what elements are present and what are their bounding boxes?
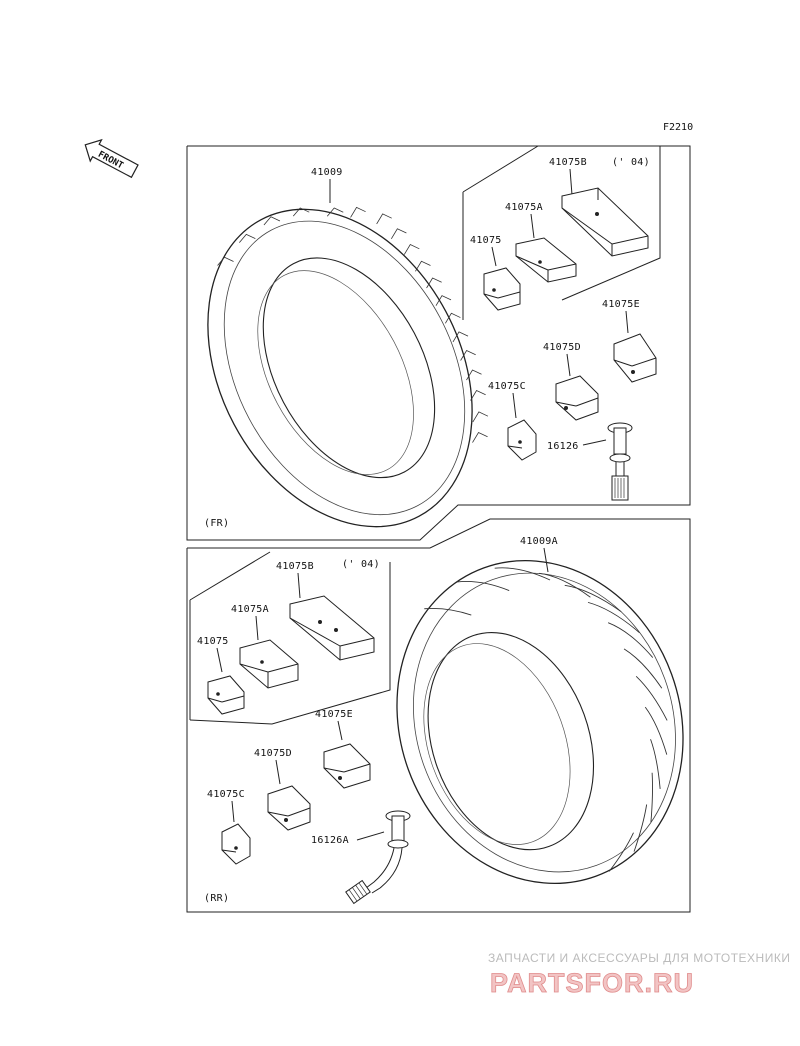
label-front-41075E: 41075E <box>602 299 640 310</box>
front-weight-41075 <box>483 267 521 311</box>
label-front-16126: 16126 <box>547 441 579 452</box>
label-41009A: 41009A <box>520 536 558 547</box>
rear-weight-41075A <box>239 639 299 689</box>
front-valve-16126 <box>607 422 633 501</box>
label-front-41075: 41075 <box>470 235 502 246</box>
rear-weight-41075C <box>221 823 251 865</box>
front-weight-41075C <box>507 419 537 461</box>
label-rear-41075D: 41075D <box>254 748 292 759</box>
label-front-41075A: 41075A <box>505 202 543 213</box>
rear-weight-41075B <box>289 595 375 661</box>
rear-weight-41075 <box>207 675 245 715</box>
front-weight-41075D <box>555 375 599 421</box>
front-weight-41075E <box>613 333 657 383</box>
rear-valve-16126A <box>345 810 411 905</box>
diagram-code: F2210 <box>663 122 693 133</box>
label-rear-16126A: 16126A <box>311 835 349 846</box>
label-rear-41075C: 41075C <box>207 789 245 800</box>
label-rear-41075E: 41075E <box>315 709 353 720</box>
label-front-41075B: 41075B <box>549 157 587 168</box>
front-weight-41075A <box>515 237 577 283</box>
rear-weight-41075D <box>267 785 311 831</box>
label-front-41075C: 41075C <box>488 381 526 392</box>
front-weights-year: (' 04) <box>612 157 650 168</box>
label-front-41075D: 41075D <box>543 342 581 353</box>
watermark-tagline: ЗАПЧАСТИ И АКСЕССУАРЫ ДЛЯ МОТОТЕХНИКИ <box>488 951 790 965</box>
rear-weight-41075E <box>323 743 371 789</box>
rear-section-tag: (RR) <box>204 893 229 904</box>
front-tire-41009 <box>207 206 489 528</box>
front-weight-41075B <box>561 187 649 257</box>
front-arrow-icon: FRONT <box>84 138 139 179</box>
rear-weights-year: (' 04) <box>342 559 380 570</box>
watermark-brand: PARTSFOR.RU <box>490 968 694 998</box>
label-rear-41075B: 41075B <box>276 561 314 572</box>
rear-tire-41009A <box>396 559 684 885</box>
front-section: 41009 41075B (' 04) 41075A 41075 <box>186 145 691 541</box>
label-41009: 41009 <box>311 167 343 178</box>
watermark: ЗАПЧАСТИ И АКСЕССУАРЫ ДЛЯ МОТОТЕХНИКИ PA… <box>488 951 790 998</box>
label-rear-41075: 41075 <box>197 636 229 647</box>
label-rear-41075A: 41075A <box>231 604 269 615</box>
rear-section: 41009A 41075B (' 04) 41075A 41075 <box>186 518 691 913</box>
front-section-tag: (FR) <box>204 518 229 529</box>
